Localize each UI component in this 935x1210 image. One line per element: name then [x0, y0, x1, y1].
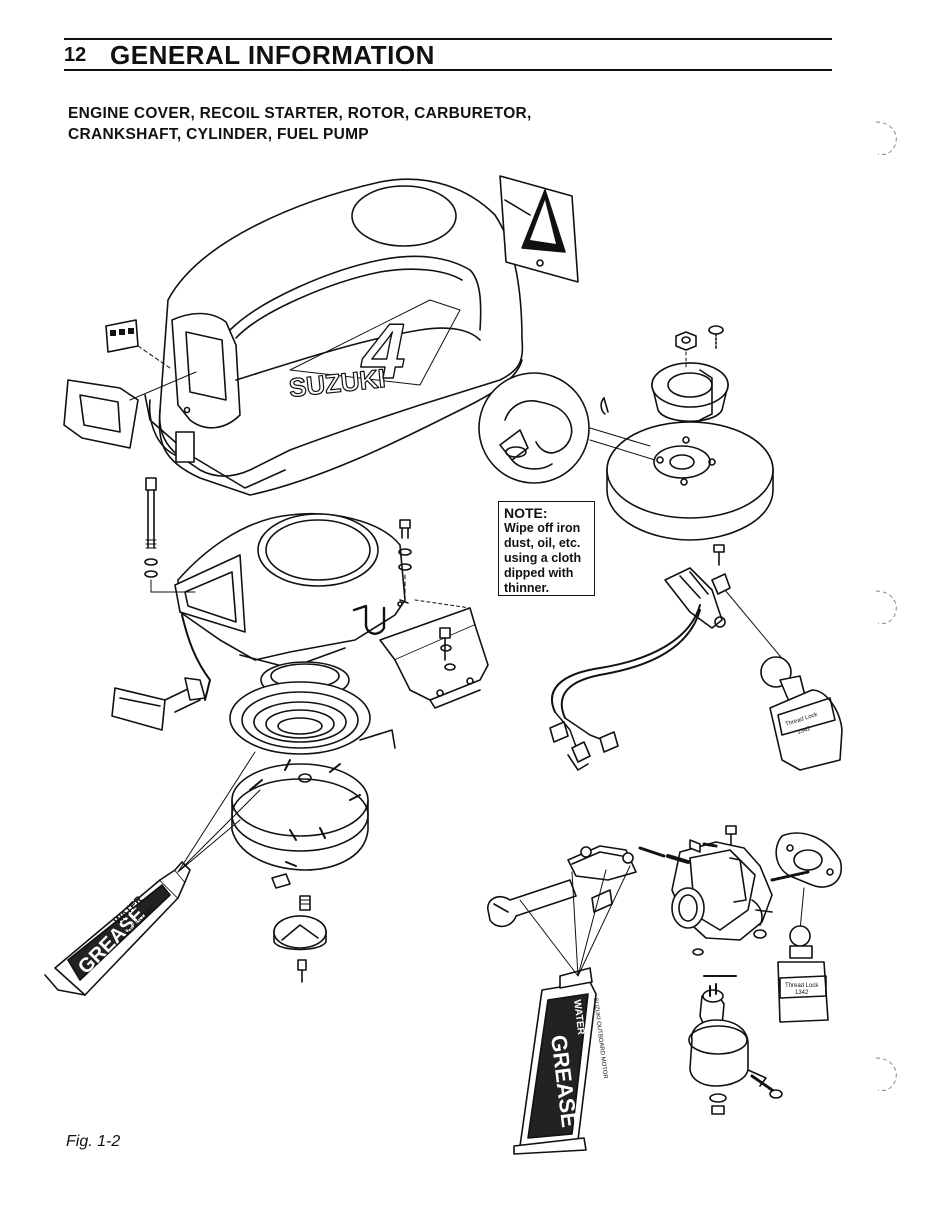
page-number: 12 — [64, 44, 87, 66]
cover-latch — [175, 431, 195, 463]
note-body: Wipe off iron dust, oil, etc. using a cl… — [504, 521, 590, 596]
recoil-reel — [231, 759, 369, 871]
cover-top-hole — [351, 185, 457, 247]
note-title: NOTE: — [504, 505, 548, 521]
binder-punch-hole-middle — [875, 590, 897, 624]
note-line: dust, oil, etc. — [504, 536, 581, 550]
recoil-spring — [229, 661, 396, 755]
note-box: NOTE: Wipe off iron dust, oil, etc. usin… — [498, 501, 595, 596]
threadlock-lower-label: Thread Lock — [785, 983, 819, 989]
ignition-coil-wiring — [549, 544, 731, 771]
starter-bolts — [144, 477, 412, 601]
grease-center-water: WATER — [571, 999, 586, 1036]
carburetor-assembly — [671, 825, 773, 956]
starter-rope-handle — [111, 614, 211, 731]
figure-subtitle: ENGINE COVER, RECOIL STARTER, ROTOR, CAR… — [68, 103, 628, 145]
note-line: using a cloth — [504, 551, 582, 565]
threadlock-right-number: 1342 — [797, 726, 812, 736]
binder-punch-hole-bottom — [875, 1057, 897, 1091]
choke-lever-bracket — [567, 845, 637, 913]
decal-model-text: 4 — [0, 0, 1, 1]
flywheel-rotor — [606, 421, 774, 541]
subtitle-line-1: ENGINE COVER, RECOIL STARTER, ROTOR, CAR… — [68, 105, 532, 122]
grease-leader-lines-center — [519, 865, 631, 977]
grease-leader-lines-left — [177, 751, 261, 873]
wipe-detail-inset — [478, 372, 656, 484]
page-header: 12 GENERAL INFORMATION — [64, 38, 832, 72]
grease-tube-left: GREASE WATER RESISTANT — [44, 861, 191, 996]
crankshaft-pin — [487, 879, 577, 928]
note-line: thinner. — [504, 581, 550, 595]
figure-caption: Fig. 1-2 — [66, 1133, 121, 1150]
header-rule-top — [64, 38, 832, 40]
threadlock-bottle-right: Thread Lock 1342 — [724, 589, 843, 771]
recoil-starter-case — [174, 512, 409, 669]
grease-tube-center: GREASE WATER SUZUKI OUTBOARD MOTOR — [513, 967, 608, 1155]
model-decal: 4 — [0, 0, 579, 283]
starter-pawl-parts — [271, 861, 327, 983]
cover-side-window — [171, 312, 241, 429]
threadlock-bottle-lower: Thread Lock 1342 — [777, 887, 829, 1023]
binder-punch-hole-top — [875, 121, 897, 155]
cover-seal-grommet — [63, 371, 197, 449]
caution-decal — [105, 319, 171, 369]
rotor-nut-screw — [600, 325, 724, 415]
header-rule-bottom — [64, 69, 832, 71]
starter-pulley-cup — [651, 362, 729, 423]
engine-cover: SUZUKI 4 — [144, 178, 524, 496]
fuel-pump-assembly — [688, 975, 783, 1115]
note-line: Wipe off iron — [504, 521, 581, 535]
threadlock-lower-number: 1342 — [795, 990, 809, 996]
note-line: dipped with — [504, 566, 574, 580]
cover-model-number: 4 — [360, 307, 405, 395]
carb-needle-spring — [638, 839, 718, 864]
starter-guide-bracket — [379, 599, 489, 709]
section-title: GENERAL INFORMATION — [110, 40, 435, 70]
carb-gasket — [770, 832, 843, 888]
subtitle-line-2: CRANKSHAFT, CYLINDER, FUEL PUMP — [68, 126, 369, 143]
grease-center-brand: SUZUKI OUTBOARD MOTOR — [592, 998, 608, 1080]
